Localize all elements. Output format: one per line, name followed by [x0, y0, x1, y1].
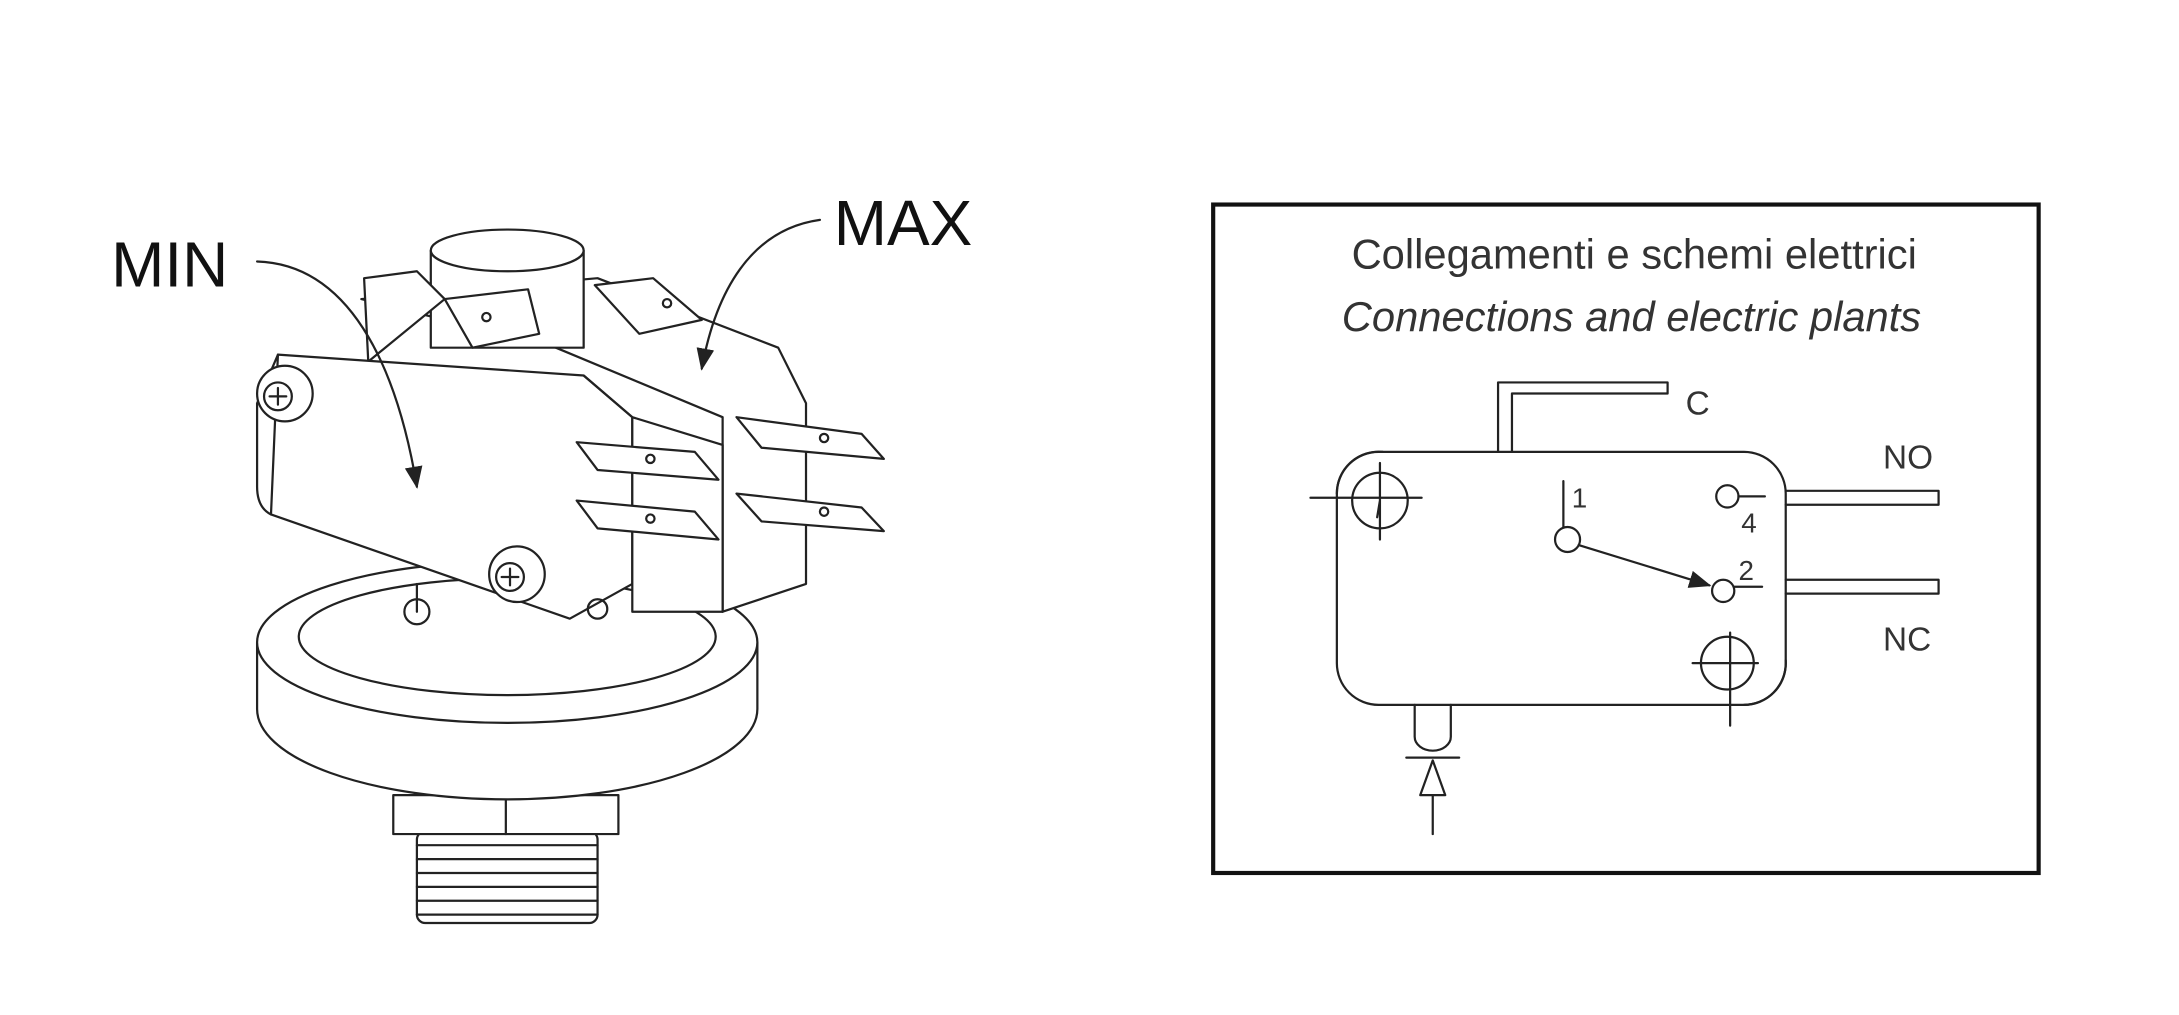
wiring-diagram-panel: Collegamenti e schemi elettrici Connecti…	[1211, 202, 2041, 876]
label-min: MIN	[111, 229, 228, 301]
contact-4-label: 4	[1741, 508, 1756, 539]
no-lead	[1784, 489, 1940, 506]
pressure-switch-drawing: MIN MAX	[111, 187, 972, 925]
panel-title-english: Connections and electric plants	[1342, 293, 1921, 340]
contact-1	[1553, 525, 1582, 554]
panel-border	[1211, 202, 2041, 876]
terminal-c-label: C	[1686, 385, 1710, 422]
mounting-hole-icon	[1691, 631, 1787, 727]
panel-title-italian: Collegamenti e schemi elettrici	[1352, 230, 1917, 277]
contact-2	[1710, 578, 1736, 604]
contact-4	[1715, 484, 1740, 509]
switch-lever-arrow	[1577, 543, 1712, 588]
actuator-icon	[1405, 703, 1461, 836]
terminal-no-label: NO	[1883, 440, 1933, 477]
contact-1-label: 1	[1572, 483, 1587, 514]
max-microswitch	[360, 277, 885, 613]
microswitch-schematic: C NO NC 1 4 2	[1309, 381, 1940, 836]
max-callout-arrow	[696, 218, 822, 371]
contact-2-label: 2	[1738, 555, 1753, 586]
label-max: MAX	[834, 187, 972, 259]
mounting-hole-icon	[1309, 450, 1423, 541]
min-microswitch	[255, 270, 724, 620]
threaded-fitting	[392, 794, 620, 925]
terminal-nc-label: NC	[1883, 622, 1931, 659]
min-callout-arrow	[255, 260, 423, 489]
nc-lead	[1784, 578, 1940, 595]
common-lead	[1496, 381, 1669, 454]
